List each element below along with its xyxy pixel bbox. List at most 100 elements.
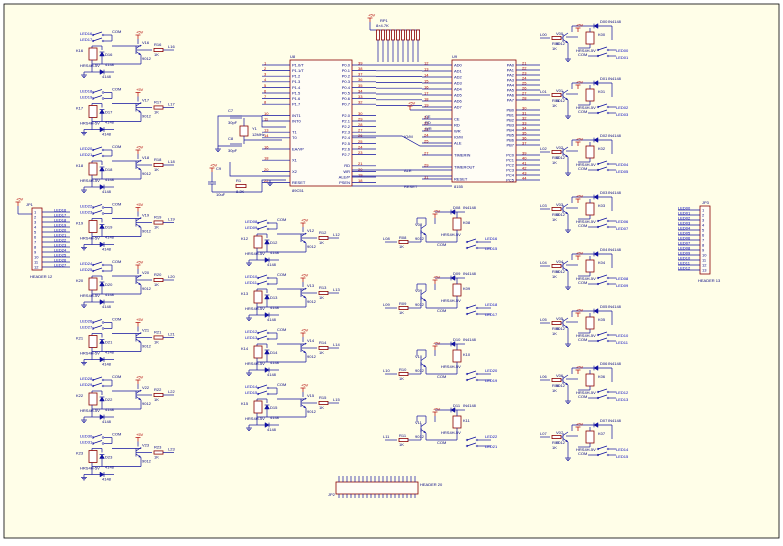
relay-in-label: LED10: [616, 333, 629, 338]
transistor-ref: V06: [556, 373, 564, 378]
vcc-label: +5V: [576, 365, 584, 370]
resistor-ref: R14: [319, 340, 327, 345]
pin-label: P0.0: [342, 62, 351, 67]
pin-label: PA5: [507, 87, 515, 92]
pin-number: 15: [424, 78, 429, 83]
relay-ref: K11: [463, 418, 471, 423]
transistor-collector: [135, 447, 142, 452]
resistor-symbol: [235, 183, 247, 188]
contact-arm: [466, 442, 477, 447]
relay-ref: K02: [598, 146, 606, 151]
pin-label: P1.4: [292, 85, 301, 90]
pin-number: 35: [522, 130, 527, 135]
header-body: [335, 481, 419, 495]
resistor-ref: R21: [154, 330, 162, 335]
com-label: COM: [112, 202, 121, 207]
header-pin: 12: [702, 262, 707, 267]
pin-label: ALE/P: [339, 174, 351, 179]
contact-arm: [92, 95, 103, 99]
contact: [475, 438, 479, 442]
com-label: COM: [578, 166, 587, 171]
transistor-ref: V22: [142, 385, 150, 390]
resistor-value: 1K: [154, 110, 159, 115]
relay-in-label: LED16: [485, 236, 498, 241]
diode-part: IN4148: [463, 337, 477, 342]
relay-coil: [88, 162, 98, 176]
contact-arm: [597, 109, 608, 114]
pin-label: PC4: [506, 172, 515, 177]
diode-ref: D08: [453, 205, 461, 210]
contact-arm: [597, 445, 608, 450]
pin-label: AD7: [454, 104, 463, 109]
pin-label: P1.2: [292, 74, 301, 79]
contact-arm: [257, 219, 268, 224]
cap-value: 10uF: [216, 192, 226, 197]
pin-label: AD6: [454, 98, 463, 103]
resistor-value: 1K: [319, 405, 324, 410]
relay-out-label: LED11: [616, 340, 629, 345]
relay-coil: [253, 235, 263, 249]
pin-number: 19: [424, 102, 429, 107]
relay-coil: [452, 349, 462, 363]
pin-number: 20: [264, 167, 269, 172]
transistor-collector: [562, 317, 569, 322]
resistor-ref: R22: [154, 387, 162, 392]
pin-number: 16: [424, 84, 429, 89]
com-label: COM: [578, 52, 587, 57]
pin-number: 29: [424, 162, 429, 167]
contact-arm: [92, 325, 103, 329]
relay-out-label: LED05: [616, 169, 629, 174]
pin-label: PB6: [506, 137, 514, 142]
relay-ref: K06: [598, 374, 606, 379]
transistor-part: 9012: [556, 212, 566, 217]
com-label: COM: [437, 308, 446, 313]
contact: [475, 378, 479, 382]
transistor-arrow: [138, 110, 141, 113]
contact-arm: [92, 204, 103, 208]
relay-part: HRS4H-5V: [441, 298, 461, 303]
header-pin: 13: [702, 267, 707, 272]
resistor-value: 8.2K: [236, 189, 245, 194]
relay-part: HRS4H-5V: [80, 351, 100, 356]
resistor-ref: R07: [552, 440, 560, 445]
pin-number: 10: [264, 111, 269, 116]
rpack-resistor: [381, 29, 385, 41]
transistor-part: 9012: [415, 236, 425, 241]
relay-out-label: LED31: [80, 440, 93, 445]
relay-ref: K04: [598, 260, 606, 265]
resistor-ref: R09: [399, 301, 407, 306]
vcc-label: +5V: [433, 209, 441, 214]
transistor-ref: V03: [556, 202, 564, 207]
com-label: COM: [578, 280, 587, 285]
relay-out-label: LED15: [616, 454, 629, 459]
pin-label: WR: [454, 128, 461, 133]
relay-part: HRS4H-5V: [441, 232, 461, 237]
pin-number: 40: [522, 155, 527, 160]
relay-ref: K00: [598, 32, 606, 37]
diode-part: 4148: [102, 189, 112, 194]
pin-label: P1.5: [292, 90, 301, 95]
relay-out-label: LED11: [245, 280, 258, 285]
transistor-part: 9012: [307, 244, 317, 249]
relay-out-label: LED17: [485, 312, 498, 317]
contact: [101, 442, 105, 445]
transistor-ref: V14: [307, 338, 315, 343]
contact: [606, 162, 610, 166]
header-part: HEADER 13: [698, 278, 721, 283]
diode-ref: D02: [600, 133, 608, 138]
latch-ref: U9: [452, 54, 458, 59]
relay-coil: [585, 145, 595, 159]
relay-part: HRS4H-5V: [441, 430, 461, 435]
diode-part: 4148: [105, 235, 115, 240]
vcc-label: +5V: [136, 317, 144, 322]
relay-out-label: LED25: [80, 267, 93, 272]
header-net: LED20: [54, 228, 67, 233]
net-label: L16: [168, 44, 175, 49]
cap-ref: C9: [216, 166, 222, 171]
resistor-symbol: [551, 320, 562, 325]
contact: [101, 39, 105, 43]
diode-part: 4148: [105, 465, 115, 470]
header-pin: 8: [702, 242, 705, 247]
